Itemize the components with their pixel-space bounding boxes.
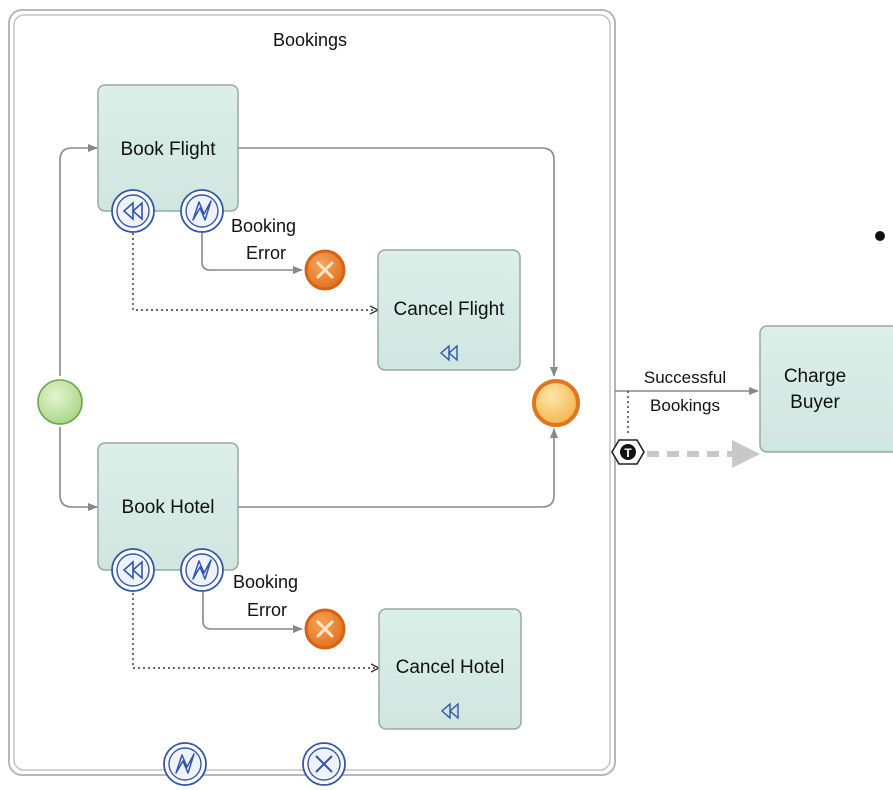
compensation-associations <box>132 233 629 668</box>
error-end-event[interactable] <box>304 249 346 291</box>
sequence-flows <box>59 144 759 633</box>
task-charge-buyer-label-line1: Charge <box>784 366 846 387</box>
dashed-message-arrow <box>647 440 760 468</box>
error-label-hotel-line1: Booking <box>233 572 298 592</box>
task-cancel-hotel-label: Cancel Hotel <box>396 657 505 678</box>
timer-marker-letter: T <box>624 446 632 460</box>
error-boundary-event[interactable] <box>180 548 224 592</box>
lightning-icon <box>175 753 195 774</box>
task-book-hotel-label: Book Hotel <box>122 497 215 518</box>
rewind-icon <box>122 560 143 580</box>
compensation-boundary-event[interactable] <box>111 189 155 233</box>
flow-start-to-book-hotel <box>59 427 98 511</box>
flow-hotel-error <box>202 590 303 633</box>
close-icon <box>316 620 334 638</box>
task-charge-buyer-label-line2: Buyer <box>790 392 840 413</box>
subprocess-title: Bookings <box>273 30 347 50</box>
task-cancel-flight[interactable]: Cancel Flight <box>377 249 521 371</box>
error-label-flight-line1: Booking <box>231 216 296 236</box>
compensation-boundary-event[interactable] <box>111 548 155 592</box>
lightning-icon <box>192 200 212 221</box>
task-book-hotel[interactable]: Book Hotel <box>97 442 239 571</box>
task-charge-buyer[interactable]: Charge Buyer <box>759 325 893 453</box>
flow-book-hotel-to-end <box>238 428 558 508</box>
error-end-event[interactable] <box>304 608 346 650</box>
subprocess-error-boundary-event[interactable] <box>163 742 207 786</box>
error-boundary-event[interactable] <box>180 189 224 233</box>
rewind-icon <box>122 201 143 221</box>
assoc-compensate-hotel <box>132 593 379 668</box>
cancel-x-icon <box>315 755 333 773</box>
lightning-icon <box>192 559 212 580</box>
task-book-flight-label: Book Flight <box>120 139 216 160</box>
successful-bookings-label-line2: Bookings <box>650 396 720 415</box>
error-label-flight-line2: Error <box>246 243 286 263</box>
end-event[interactable] <box>532 379 580 427</box>
task-cancel-flight-label: Cancel Flight <box>394 299 506 320</box>
timer-marker[interactable]: T <box>611 439 645 465</box>
assoc-compensate-flight <box>132 233 378 310</box>
bullet-dot <box>875 231 885 241</box>
flow-flight-error <box>201 232 303 274</box>
start-event[interactable] <box>37 379 83 425</box>
compensation-marker-icon <box>439 344 458 362</box>
flow-book-flight-to-end <box>238 147 558 377</box>
close-icon <box>316 261 334 279</box>
error-label-hotel-line2: Error <box>247 600 287 620</box>
compensation-marker-icon <box>440 702 459 720</box>
successful-bookings-label-line1: Successful <box>644 368 726 387</box>
subprocess-cancel-boundary-event[interactable] <box>302 742 346 786</box>
task-book-flight[interactable]: Book Flight <box>97 84 239 212</box>
task-cancel-hotel[interactable]: Cancel Hotel <box>378 608 522 730</box>
flow-start-to-book-flight <box>59 144 98 376</box>
